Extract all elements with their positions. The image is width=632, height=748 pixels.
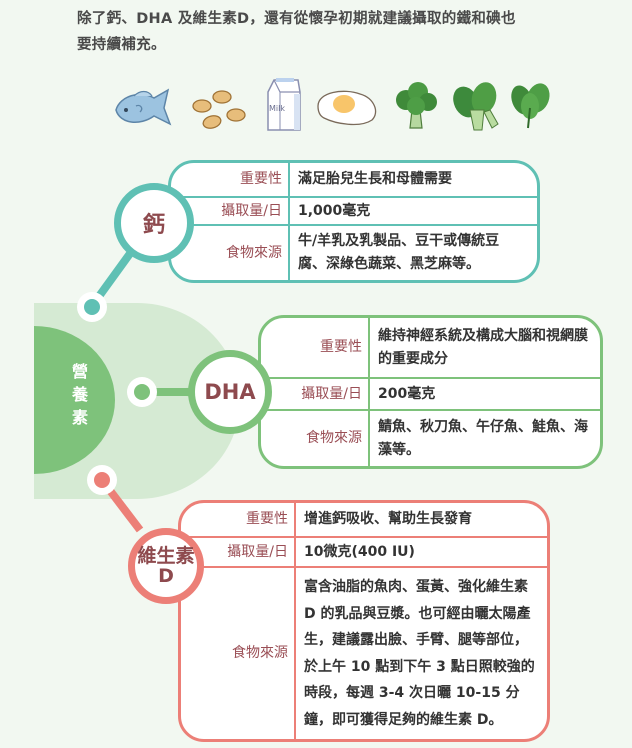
calcium-value-importance: 滿足胎兒生長和母體需要 [298,171,452,187]
calcium-card: 重要性 滿足胎兒生長和母體需要 攝取量/日 1,000毫克 食物來源 牛/羊乳及… [168,160,540,283]
calcium-value-sources: 牛/羊乳及乳製品、豆干或傳統豆腐、深綠色蔬菜、黑芝麻等。 [289,224,537,280]
soybeans-icon [192,90,246,129]
vitamin-d-node-dot [87,465,117,495]
vitamin-d-key-sources: 食物來源 [181,566,296,739]
table-row: 攝取量/日 1,000毫克 [171,196,537,225]
calcium-key-sources: 食物來源 [171,224,290,280]
intro-line-1: 除了鈣、DHA 及維生素D，還有從懷孕初期就建議攝取的鐵和碘也 [77,11,516,27]
table-row: 食物來源 富含油脂的魚肉、蛋黃、強化維生素 D 的乳品與豆漿。也可經由曬太陽產生… [181,566,547,739]
fish-icon [115,88,172,126]
vitamin-d-key-importance: 重要性 [181,503,296,537]
vitamin-d-name-line2: D [158,565,174,587]
vitamin-d-value-sources: 富含油脂的魚肉、蛋黃、強化維生素 D 的乳品與豆漿。也可經由曬太陽產生，建議露出… [295,566,547,739]
dha-key-sources: 食物來源 [261,409,370,466]
dha-value-sources: 鯖魚、秋刀魚、午仔魚、鮭魚、海藻等。 [369,409,600,466]
table-row: 攝取量/日 200毫克 [261,377,600,410]
intro-line-2: 要持續補充。 [77,37,166,53]
vitamin-d-value-intake: 10微克(400 IU) [295,536,547,567]
dha-key-intake: 攝取量/日 [261,377,370,410]
table-row: 重要性 滿足胎兒生長和母體需要 [171,163,537,197]
vitamin-d-card: 重要性 增進鈣吸收、幫助生長發育 攝取量/日 10微克(400 IU) 食物來源… [178,500,550,742]
calcium-value-intake: 1,000毫克 [289,196,537,225]
calcium-node-dot [77,292,107,322]
calcium-table: 重要性 滿足胎兒生長和母體需要 攝取量/日 1,000毫克 食物來源 牛/羊乳及… [171,163,537,280]
milk-carton-icon: Milk [267,78,301,131]
dha-value-importance: 維持神經系統及構成大腦和視網膜的重要成分 [378,327,588,367]
table-row: 重要性 維持神經系統及構成大腦和視網膜的重要成分 [261,318,600,378]
dha-key-importance: 重要性 [261,318,370,378]
dha-name: DHA [204,380,256,404]
table-row: 食物來源 牛/羊乳及乳製品、豆干或傳統豆腐、深綠色蔬菜、黑芝麻等。 [171,224,537,280]
dha-badge: DHA [188,350,272,434]
dha-table: 重要性 維持神經系統及構成大腦和視網膜的重要成分 攝取量/日 200毫克 食物來… [261,318,600,466]
dha-node-dot [127,377,157,407]
bok-choy-icon [453,82,499,131]
intro-text: 除了鈣、DHA 及維生素D，還有從懷孕初期就建議攝取的鐵和碘也 要持續補充。 [77,6,597,58]
calcium-key-importance: 重要性 [171,163,290,197]
fried-egg-icon [317,90,377,126]
vitamin-d-badge: 維生素 D [128,528,204,604]
hub-label: 營養素 [71,362,88,427]
table-row: 食物來源 鯖魚、秋刀魚、午仔魚、鮭魚、海藻等。 [261,409,600,466]
dha-value-intake: 200毫克 [369,377,600,410]
table-row: 攝取量/日 10微克(400 IU) [181,536,547,567]
vitamin-d-value-importance: 增進鈣吸收、幫助生長發育 [304,511,472,527]
vitamin-d-name-line1: 維生素 [137,545,195,567]
food-illustrations: Milk [110,76,555,132]
vitamin-d-table: 重要性 增進鈣吸收、幫助生長發育 攝取量/日 10微克(400 IU) 食物來源… [181,503,547,739]
calcium-badge: 鈣 [114,183,194,263]
calcium-name: 鈣 [142,213,165,238]
spinach-icon [511,83,550,129]
dha-card: 重要性 維持神經系統及構成大腦和視網膜的重要成分 攝取量/日 200毫克 食物來… [258,315,603,469]
broccoli-icon [396,82,437,129]
table-row: 重要性 增進鈣吸收、幫助生長發育 [181,503,547,537]
svg-text:Milk: Milk [269,104,285,113]
